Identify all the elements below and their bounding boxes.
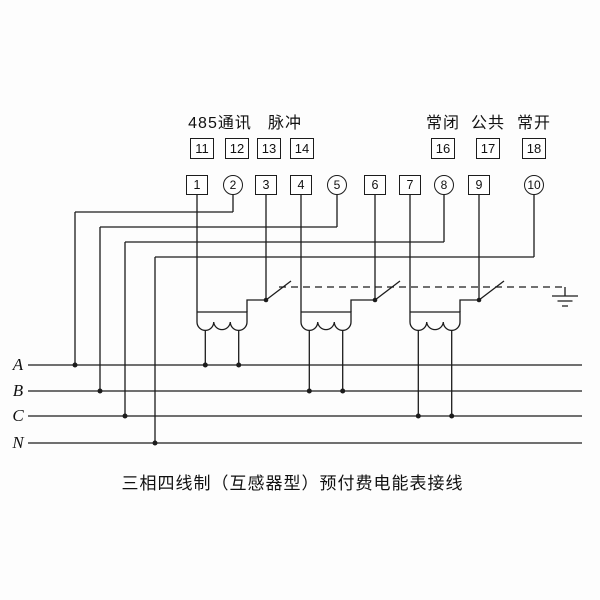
terminal-drop-wires — [74, 195, 535, 443]
switch-blade — [265, 280, 292, 301]
label-normally-closed: 常闭 — [425, 115, 461, 132]
current-transformer-icon — [300, 311, 352, 331]
terminal-10: 10 — [524, 175, 544, 195]
switch-blade — [374, 280, 401, 301]
wires — [28, 195, 582, 444]
terminal-2: 2 — [223, 175, 243, 195]
ct-to-switch-links — [246, 299, 479, 312]
terminal-5: 5 — [327, 175, 347, 195]
label-pulse: 脉冲 — [267, 115, 303, 132]
label-normally-open: 常开 — [516, 115, 552, 132]
terminal-18: 18 — [522, 138, 546, 159]
phase-label-a: A — [12, 355, 24, 374]
phase-label-b: B — [12, 381, 24, 400]
terminal-4: 4 — [290, 175, 312, 195]
terminal-11: 11 — [190, 138, 214, 159]
terminal-16: 16 — [431, 138, 455, 159]
terminal-17: 17 — [476, 138, 500, 159]
diagram-title: 三相四线制（互感器型）预付费电能表接线 — [121, 474, 464, 493]
label-common: 公共 — [470, 115, 506, 132]
terminal-7: 7 — [399, 175, 421, 195]
terminal-6: 6 — [364, 175, 386, 195]
phase-label-c: C — [12, 406, 24, 425]
phase-label-n: N — [12, 433, 24, 452]
terminal-12: 12 — [225, 138, 249, 159]
label-485-comm: 485通讯 — [188, 115, 252, 132]
current-transformer-icon — [196, 311, 248, 331]
terminal-14: 14 — [290, 138, 314, 159]
phase-lines — [28, 364, 582, 444]
ground-icon — [552, 287, 578, 307]
terminal-8: 8 — [434, 175, 454, 195]
ct-primary-drops — [204, 330, 453, 416]
current-transformer-icon — [409, 311, 461, 331]
terminal-3: 3 — [255, 175, 277, 195]
junction-dots — [72, 297, 482, 446]
switch-blade — [478, 280, 505, 301]
terminal-13: 13 — [257, 138, 281, 159]
terminal-9: 9 — [468, 175, 490, 195]
terminal-1: 1 — [186, 175, 208, 195]
